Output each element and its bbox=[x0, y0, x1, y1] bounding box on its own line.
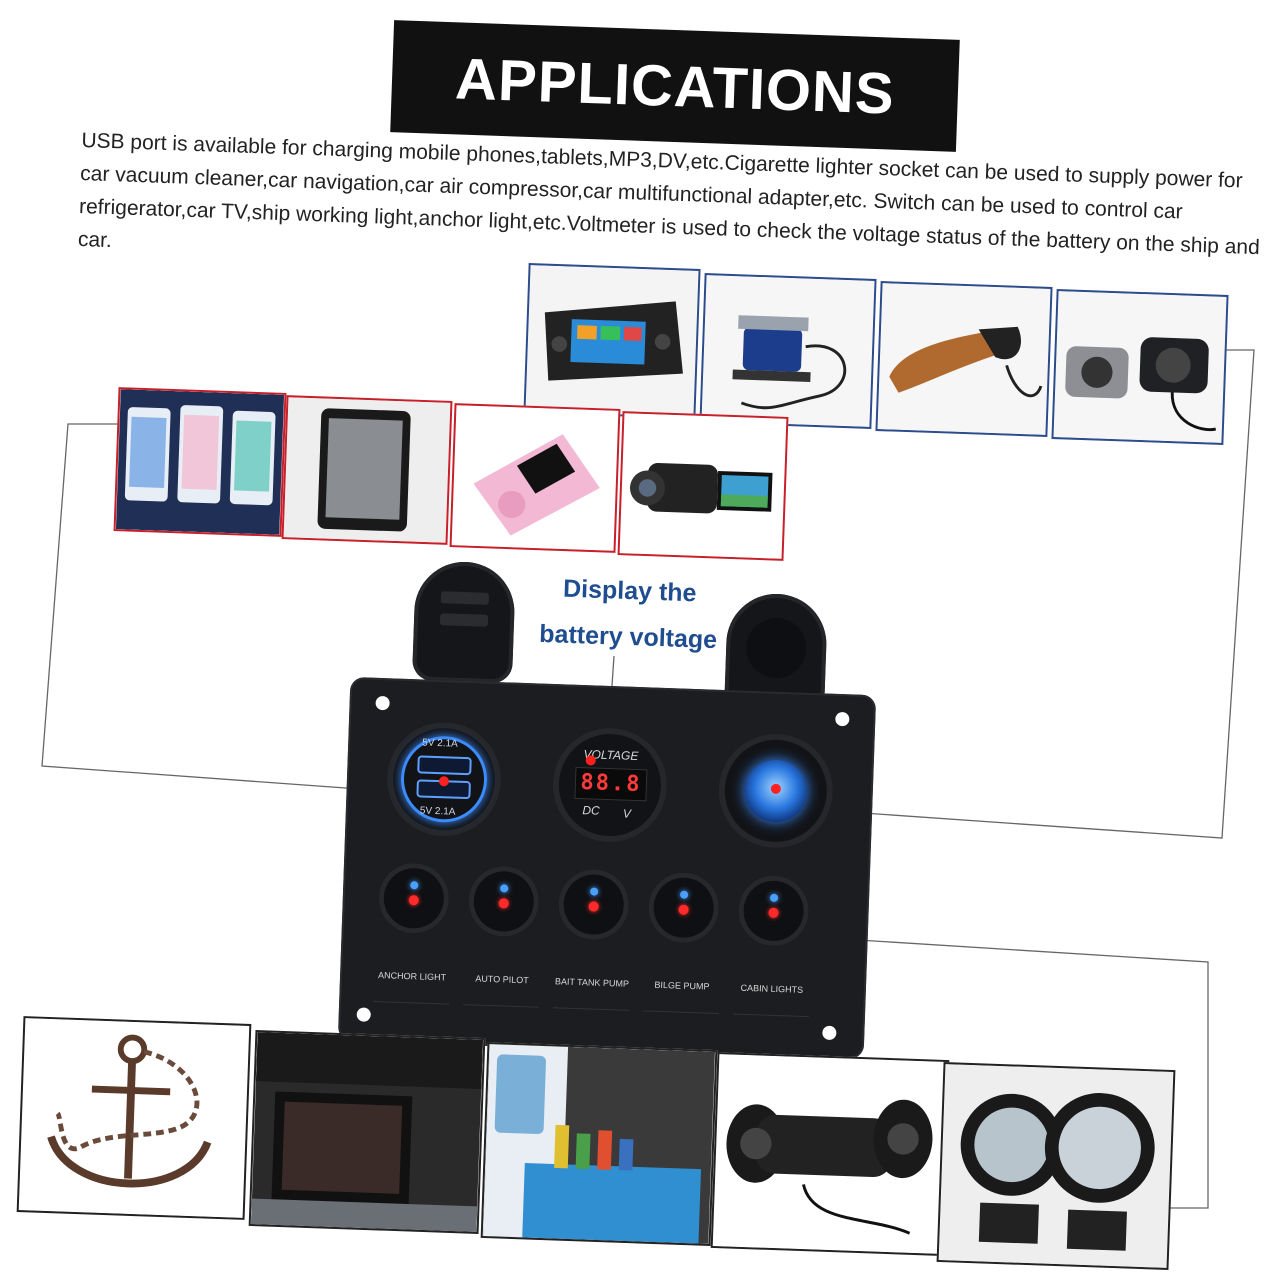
car-vacuum-image bbox=[875, 281, 1053, 437]
rocker-switch-anchor-light[interactable] bbox=[377, 862, 451, 935]
anchor-image bbox=[16, 1016, 252, 1220]
switch-led-red bbox=[408, 895, 419, 906]
voltmeter: VOLTAGE 88.8 DC V bbox=[550, 726, 669, 845]
switch-led-blue bbox=[410, 881, 419, 890]
air-compressor-image bbox=[699, 273, 877, 429]
multifunctional-adapter-icon bbox=[1053, 291, 1227, 443]
tablet-image bbox=[281, 395, 453, 545]
voltmeter-reading: 88.8 bbox=[574, 766, 648, 802]
switch-label: BAIT TANK PUMP bbox=[553, 956, 631, 1011]
usb-top-rating: 5V 2.1A bbox=[422, 737, 459, 750]
switch-led-blue bbox=[679, 890, 689, 899]
voltmeter-unit-v: V bbox=[622, 806, 632, 821]
car-navigation-image bbox=[523, 263, 701, 419]
rocker-switch-bait-tank-pump[interactable] bbox=[557, 868, 630, 941]
car-navigation-icon bbox=[525, 265, 699, 417]
mount-hole bbox=[375, 695, 390, 711]
work-lights-icon bbox=[938, 1064, 1174, 1268]
switch-led-blue bbox=[769, 893, 779, 902]
switch-label: AUTO PILOT bbox=[463, 953, 541, 1008]
switch-led-red bbox=[498, 898, 509, 909]
speakers-icon bbox=[713, 1054, 947, 1254]
rocker-switch-cabin-lights[interactable] bbox=[737, 874, 810, 948]
usb-bottom-rating: 5V 2.1A bbox=[419, 805, 456, 818]
mount-hole bbox=[356, 1007, 371, 1022]
car-vacuum-icon bbox=[877, 283, 1051, 435]
car-tv-icon bbox=[251, 1032, 483, 1232]
mp3-player-icon bbox=[451, 405, 619, 551]
usb-dust-cap[interactable] bbox=[411, 560, 517, 684]
switch-label: ANCHOR LIGHT bbox=[373, 949, 451, 1005]
rocker-switch-auto-pilot[interactable] bbox=[467, 865, 540, 938]
switch-led-red bbox=[678, 904, 689, 915]
mobile-phones-image bbox=[113, 387, 287, 537]
anchor-icon bbox=[19, 1018, 249, 1218]
switch-led-red bbox=[768, 907, 779, 919]
switch-led-blue bbox=[500, 884, 509, 893]
car-refrigerator-icon bbox=[483, 1044, 715, 1244]
usb-port-1[interactable] bbox=[417, 755, 472, 776]
air-compressor-icon bbox=[701, 275, 875, 427]
mobile-phones-icon bbox=[115, 389, 285, 535]
cigarette-lighter-socket[interactable] bbox=[716, 731, 835, 850]
voltmeter-title: VOLTAGE bbox=[583, 747, 639, 764]
banner-title: APPLICATIONS bbox=[454, 45, 896, 127]
switch-panel: 5V 2.1A 5V 2.1A VOLTAGE 88.8 DC V A bbox=[337, 676, 877, 1060]
mount-hole bbox=[822, 1025, 837, 1041]
switch-led-red bbox=[588, 901, 599, 912]
multifunctional-adapter-image bbox=[1051, 289, 1229, 445]
tablet-icon bbox=[283, 397, 451, 543]
switch-led-blue bbox=[590, 887, 599, 896]
mp3-player-image bbox=[449, 403, 621, 553]
switch-label: BILGE PUMP bbox=[643, 959, 721, 1014]
car-refrigerator-image bbox=[480, 1042, 718, 1246]
callout-line-2: battery voltage bbox=[538, 619, 718, 655]
voltmeter-marker bbox=[585, 755, 596, 766]
applications-banner: APPLICATIONS bbox=[390, 20, 960, 152]
switch-label: CABIN LIGHTS bbox=[732, 962, 811, 1018]
dv-camera-image bbox=[617, 411, 789, 561]
work-lights-image bbox=[936, 1062, 1176, 1270]
car-tv-image bbox=[248, 1030, 486, 1234]
speakers-image bbox=[710, 1052, 950, 1256]
voltage-callout: Display the battery voltage bbox=[522, 564, 735, 663]
dv-camera-icon bbox=[619, 413, 787, 559]
mount-hole bbox=[835, 711, 850, 727]
callout-line-1: Display the bbox=[562, 574, 697, 608]
usb-charger[interactable]: 5V 2.1A 5V 2.1A bbox=[385, 720, 503, 839]
rocker-switch-bilge-pump[interactable] bbox=[647, 871, 720, 944]
